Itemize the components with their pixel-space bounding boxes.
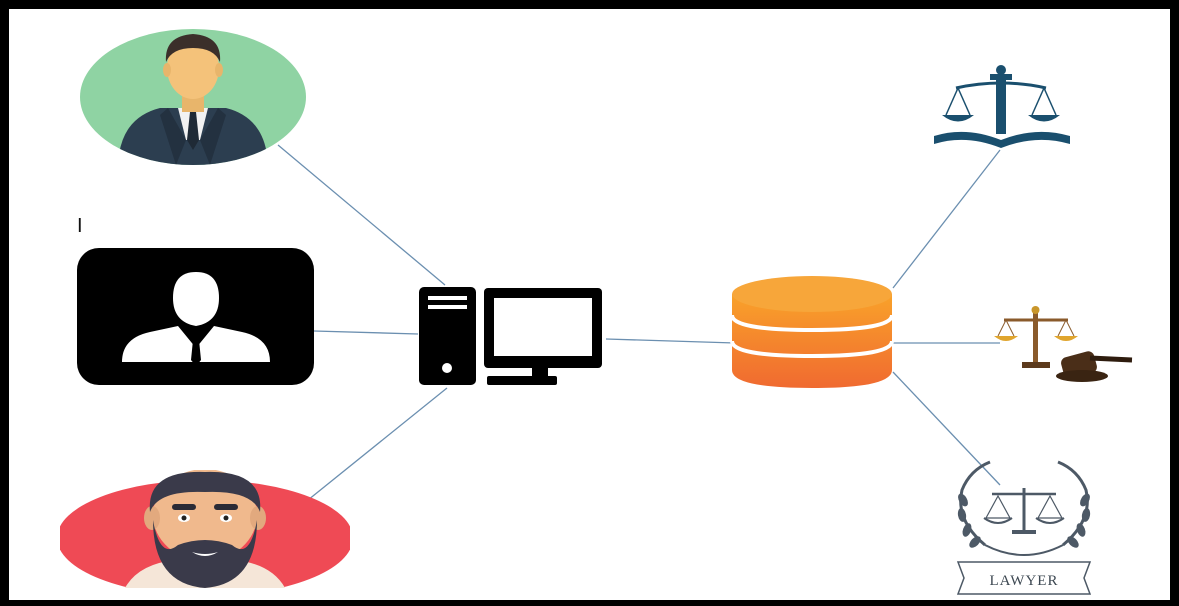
connector-user2-computer <box>313 330 419 335</box>
connector-database-legal1 <box>892 149 1001 289</box>
desktop-computer-icon <box>419 287 602 385</box>
connector-database-legal3 <box>892 371 1001 486</box>
user-silhouette-icon <box>77 248 314 385</box>
businessman-avatar <box>80 29 306 165</box>
connector-user1-computer <box>277 144 446 286</box>
stray-mark: I <box>77 215 83 237</box>
database-icon <box>730 276 894 388</box>
scales-gavel-icon <box>994 306 1133 382</box>
bearded-man-avatar <box>60 470 350 588</box>
connector-computer-database <box>605 338 736 344</box>
lawyer-logo-text: LAWYER <box>990 573 1059 589</box>
lawyer-logo <box>956 460 1092 595</box>
justice-scales-pillar-icon <box>934 65 1070 148</box>
connector-user3-computer <box>307 387 448 501</box>
